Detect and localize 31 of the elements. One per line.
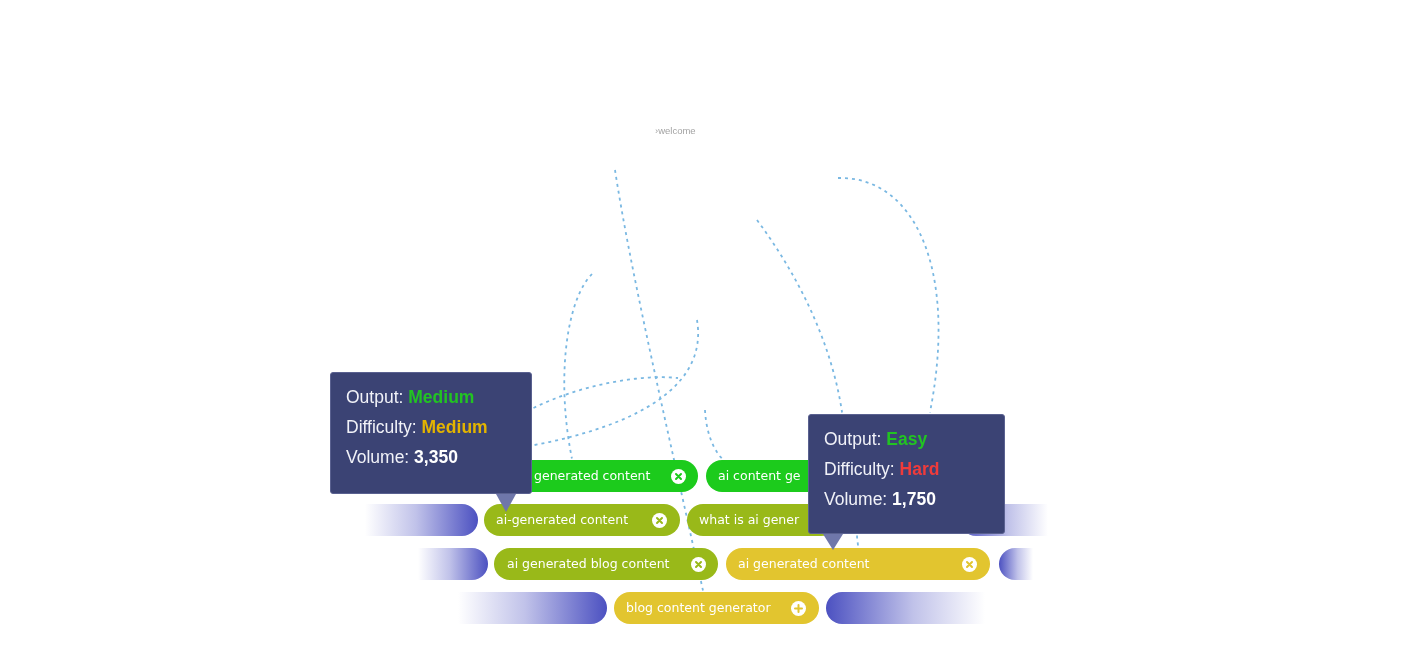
keyword-label: ai-generated content	[496, 512, 629, 528]
metric-text: Difficulty: Medium	[346, 416, 488, 438]
gradient-bar	[365, 504, 478, 536]
breadcrumb-text: ›welcome	[655, 125, 696, 137]
metric-text: Volume: 3,350	[346, 446, 458, 468]
keyword-chip	[614, 592, 819, 624]
keyword-chip	[494, 548, 718, 580]
dotted-line	[532, 319, 700, 447]
gradient-bar	[418, 548, 488, 580]
metrics-tooltip	[330, 372, 532, 494]
metrics-tooltip	[808, 414, 1005, 534]
keyword-chip	[726, 548, 990, 580]
keyword-chip	[484, 504, 680, 536]
gradient-bar	[999, 548, 1033, 580]
keyword-label: ai content ge	[718, 468, 801, 484]
metric-text: Difficulty: Hard	[824, 458, 940, 480]
dotted-line	[563, 273, 593, 460]
metric-text: Volume: 1,750	[824, 488, 936, 510]
keyword-label: ai generated blog content	[507, 556, 670, 572]
dotted-line	[532, 376, 679, 409]
keyword-label: blog content generator	[626, 600, 771, 616]
keyword-label: ai generated content	[738, 556, 870, 572]
keyword-label: what is ai gener	[699, 512, 800, 528]
dotted-line	[856, 534, 859, 548]
dotted-line	[704, 409, 723, 460]
metric-text: Output: Easy	[824, 428, 928, 450]
metric-text: Output: Medium	[346, 386, 475, 408]
dotted-line	[756, 219, 843, 414]
dotted-line	[837, 177, 940, 414]
dotted-line	[614, 169, 704, 592]
keyword-label: generated content	[534, 468, 651, 484]
